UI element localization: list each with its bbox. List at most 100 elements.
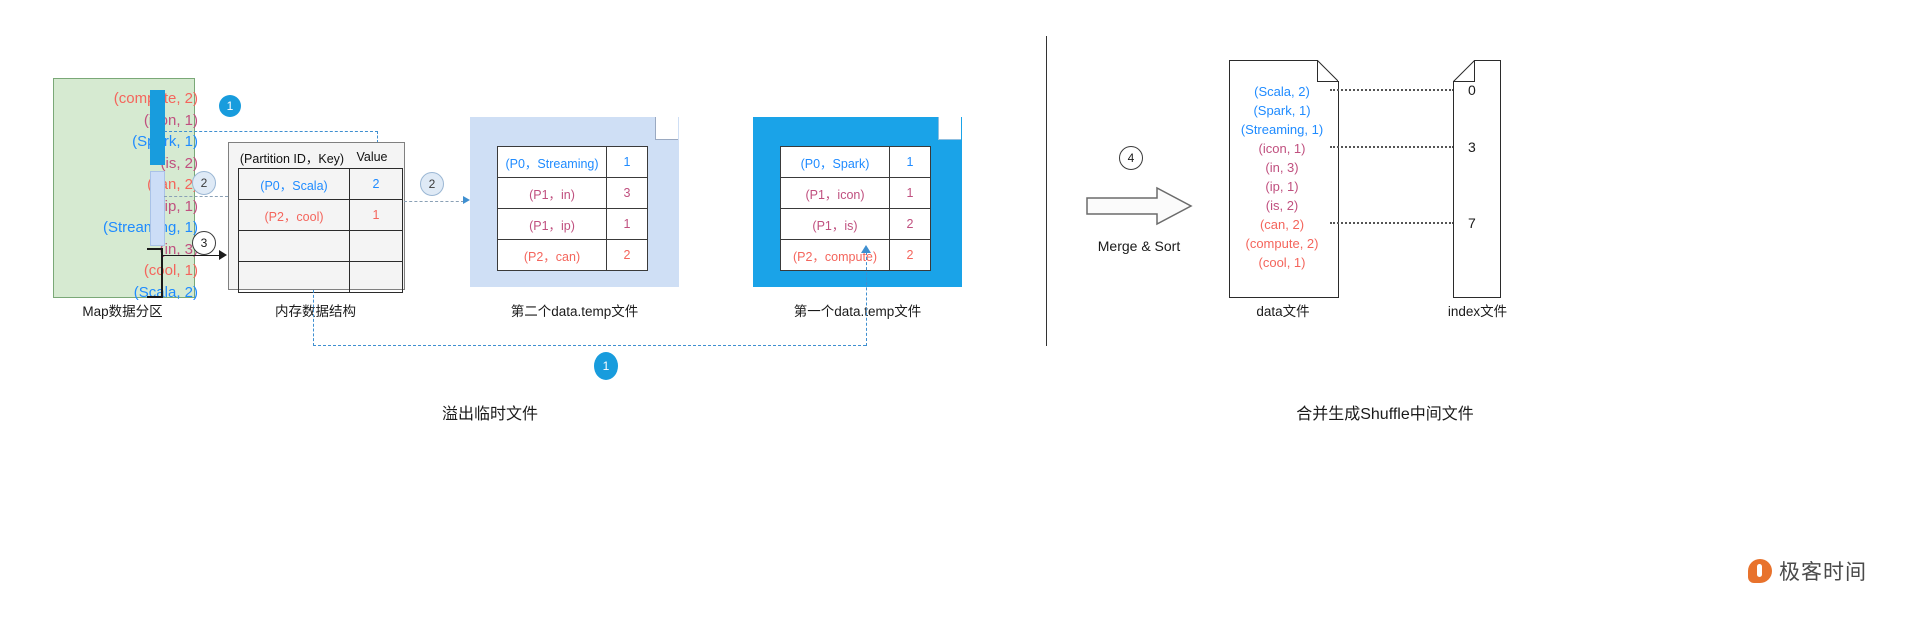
partition-bracket — [147, 248, 163, 298]
map-entry: (in, 3) — [159, 240, 198, 258]
index-offset-value: 7 — [1468, 215, 1476, 231]
connector-index-offset-0 — [1330, 89, 1454, 91]
temp1-cell-value: 2 — [889, 239, 931, 271]
memory-cell-key — [238, 261, 350, 293]
table-row: (P0，Spark) 1 — [780, 146, 931, 178]
data-file-caption: data文件 — [1256, 304, 1310, 319]
temp2-cell-value: 3 — [606, 177, 648, 209]
partition-bar-empty — [150, 171, 165, 246]
table-row: (P0，Scala) 2 — [238, 168, 403, 200]
data-file-entry: (compute, 2) — [1245, 236, 1319, 251]
page-fold-corner-icon — [938, 117, 961, 140]
data-file-entry: (cool, 1) — [1258, 255, 1306, 270]
connector-spill-bottom-arrowhead — [861, 245, 871, 253]
temp1-cell-value: 1 — [889, 146, 931, 178]
table-row: (P1，is) 2 — [780, 208, 931, 240]
memory-header-value: Value — [356, 150, 388, 164]
temp1-cell-key: (P2，compute) — [780, 239, 890, 271]
brand-logo-text: 极客时间 — [1779, 561, 1867, 584]
badge-step-1-top: 1 — [219, 95, 241, 117]
table-row: (P2，cool) 1 — [238, 199, 403, 231]
merge-sort-arrow-icon — [1086, 186, 1193, 226]
connector-step2-arrowhead — [463, 196, 470, 204]
data-file-shape — [1229, 60, 1339, 298]
memory-cell-key — [238, 230, 350, 262]
map-entry: (can, 2) — [147, 176, 198, 193]
map-partition-caption: Map数据分区 — [82, 304, 163, 319]
badge-step-4: 4 — [1119, 146, 1143, 170]
temp-file-first-caption: 第一个data.temp文件 — [793, 304, 922, 319]
memory-cell-value — [349, 230, 403, 262]
badge-step-1-bottom: 1 — [594, 352, 618, 380]
connector-step3-arrowhead — [219, 250, 227, 260]
data-file-entry: (ip, 1) — [1265, 179, 1299, 194]
temp2-cell-value: 1 — [606, 146, 648, 178]
connector-spill1-horizontal — [164, 131, 378, 132]
connector-spill-bottom-horizontal — [313, 345, 866, 346]
merge-sort-label: Merge & Sort — [1097, 238, 1181, 254]
table-row — [238, 261, 403, 293]
memory-cell-value: 1 — [349, 199, 403, 231]
index-offset-value: 0 — [1468, 82, 1476, 98]
temp1-cell-value: 2 — [889, 208, 931, 240]
map-entry: (ip, 1) — [159, 197, 198, 215]
connector-step2-right — [404, 201, 464, 202]
map-entry: (compute, 2) — [113, 90, 198, 107]
section-title-right: 合并生成Shuffle中间文件 — [1296, 406, 1474, 423]
data-file-entry: (is, 2) — [1265, 198, 1299, 213]
partition-bar-filled — [150, 90, 165, 165]
badge-step-3: 3 — [192, 231, 216, 255]
memory-cell-key: (P0，Scala) — [238, 168, 350, 200]
temp2-cell-value: 1 — [606, 208, 648, 240]
temp1-cell-value: 1 — [889, 177, 931, 209]
page-fold-corner-icon — [655, 117, 678, 140]
table-row — [238, 230, 403, 262]
table-row: (P1，icon) 1 — [780, 177, 931, 209]
memory-header-key: (Partition ID，Key) — [239, 151, 345, 166]
map-entry: (icon, 1) — [143, 111, 198, 129]
memory-cell-value: 2 — [349, 168, 403, 200]
data-file-entry-list: (Scala, 2) (Spark, 1) (Streaming, 1) (ic… — [1223, 82, 1341, 272]
connector-spill-bottom-left — [313, 290, 314, 346]
temp-file-second-table: (P0，Streaming) 1 (P1，in) 3 (P1，ip) 1 (P2… — [497, 146, 648, 271]
table-row: (P2，can) 2 — [497, 239, 648, 271]
temp2-cell-key: (P1，in) — [497, 177, 607, 209]
index-file-shape — [1453, 60, 1501, 298]
map-entry: (Streaming, 1) — [102, 219, 198, 236]
temp2-cell-key: (P0，Streaming) — [497, 146, 607, 178]
temp1-cell-key: (P1，icon) — [780, 177, 890, 209]
connector-step2-left — [164, 196, 228, 197]
temp-file-second-caption: 第二个data.temp文件 — [510, 304, 639, 319]
data-file-entry: (icon, 1) — [1258, 141, 1306, 156]
table-row: (P1，in) 3 — [497, 177, 648, 209]
badge-step-2-right: 2 — [420, 172, 444, 196]
temp1-cell-key: (P1，is) — [780, 208, 890, 240]
memory-structure-caption: 内存数据结构 — [275, 304, 356, 319]
memory-cell-value — [349, 261, 403, 293]
table-row: (P1，ip) 1 — [497, 208, 648, 240]
connector-spill1-vertical — [377, 131, 378, 143]
memory-cell-key: (P2，cool) — [238, 199, 350, 231]
geekbang-logo-icon — [1748, 559, 1772, 583]
data-file-entry: (in, 3) — [1265, 160, 1299, 175]
map-entry: (is, 2) — [160, 154, 199, 172]
map-entry: (cool, 1) — [143, 262, 198, 279]
memory-structure-table: (P0，Scala) 2 (P2，cool) 1 — [238, 168, 403, 293]
map-partition-box — [53, 78, 195, 298]
temp-file-first-table: (P0，Spark) 1 (P1，icon) 1 (P1，is) 2 (P2，c… — [780, 146, 931, 271]
temp2-cell-key: (P1，ip) — [497, 208, 607, 240]
index-offset-value: 3 — [1468, 139, 1476, 155]
connector-index-offset-7 — [1330, 222, 1454, 224]
data-file-entry: (Scala, 2) — [1254, 84, 1310, 99]
data-file-entry: (Streaming, 1) — [1240, 122, 1324, 137]
section-title-left: 溢出临时文件 — [441, 406, 538, 423]
connector-step3-line — [162, 255, 220, 256]
temp2-cell-key: (P2，can) — [497, 239, 607, 271]
temp2-cell-value: 2 — [606, 239, 648, 271]
map-entry: (Spark, 1) — [132, 133, 198, 150]
connector-index-offset-3 — [1330, 146, 1454, 148]
table-row: (P0，Streaming) 1 — [497, 146, 648, 178]
table-row: (P2，compute) 2 — [780, 239, 931, 271]
page-fold-line-icon — [1453, 60, 1475, 82]
brand-logo: 极客时间 — [1748, 556, 1867, 586]
